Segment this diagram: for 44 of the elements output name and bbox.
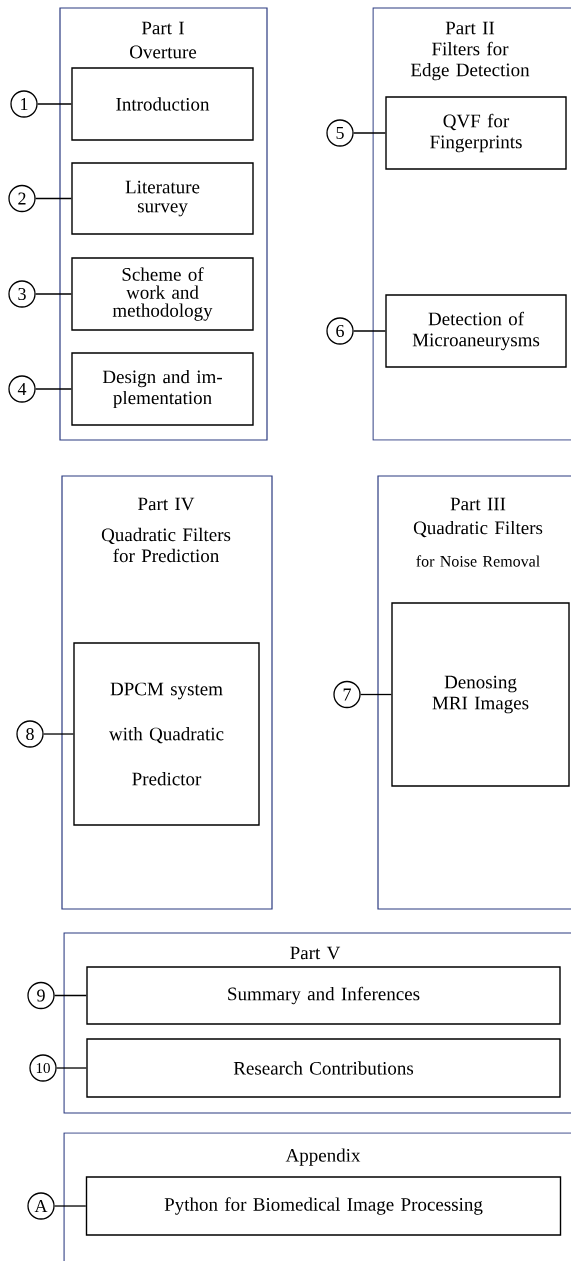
- part-heading: Appendix: [285, 1148, 361, 1166]
- part-heading: Quadratic Filters for Prediction: [101, 527, 231, 563]
- connector-line: [353, 330, 386, 332]
- connector-line: [360, 693, 392, 696]
- part-heading: Quadratic Filters: [413, 520, 543, 538]
- part-heading: for Noise Removal: [416, 555, 540, 567]
- connector-line: [54, 1205, 87, 1207]
- chapter-box: Scheme of work and methodology: [71, 257, 254, 331]
- chapter-box: Denosing MRI Images: [391, 602, 570, 787]
- chapter-number: 5: [326, 119, 354, 147]
- part-heading: Part II: [445, 21, 495, 35]
- part-heading: Part I: [141, 21, 184, 35]
- chapter-number: 6: [326, 317, 354, 345]
- part-heading: Part III: [450, 497, 506, 511]
- chapter-number: 3: [8, 280, 36, 308]
- chapter-box: Literature survey: [71, 162, 254, 235]
- connector-line: [35, 388, 72, 390]
- connector-line: [56, 1067, 87, 1069]
- chapter-number: 9: [27, 981, 55, 1010]
- part-heading: Part IV: [138, 497, 195, 511]
- part-heading: Filters for Edge Detection: [410, 41, 530, 81]
- chapter-number: 7: [333, 680, 361, 709]
- chapter-box: Detection of Microaneurysms: [385, 294, 567, 368]
- chapter-box: Summary and Inferences: [86, 966, 561, 1025]
- connector-line: [54, 994, 87, 997]
- chapter-number: A: [27, 1192, 55, 1220]
- chapter-number: 2: [8, 184, 36, 213]
- connector-line: [35, 197, 72, 200]
- chapter-box: Python for Biomedical Image Processing: [85, 1176, 562, 1236]
- chapter-box: Design and im- plementation: [71, 352, 254, 426]
- part-heading: Part V: [290, 946, 341, 960]
- connector-line: [353, 132, 386, 134]
- chapter-box: QVF for Fingerprints: [385, 96, 567, 170]
- chapter-number: 4: [8, 375, 36, 403]
- chapter-box: Research Contributions: [86, 1038, 561, 1098]
- chapter-number: 1: [10, 90, 38, 118]
- chapter-box: DPCM system with Quadratic Predictor: [73, 642, 260, 826]
- connector-line: [35, 293, 72, 295]
- connector-line: [37, 103, 72, 105]
- chapter-number: 8: [16, 720, 44, 748]
- part-heading: Overture: [130, 45, 197, 59]
- connector-line: [43, 733, 74, 735]
- chapter-box: Introduction: [71, 67, 254, 141]
- chapter-number: 10: [29, 1054, 57, 1082]
